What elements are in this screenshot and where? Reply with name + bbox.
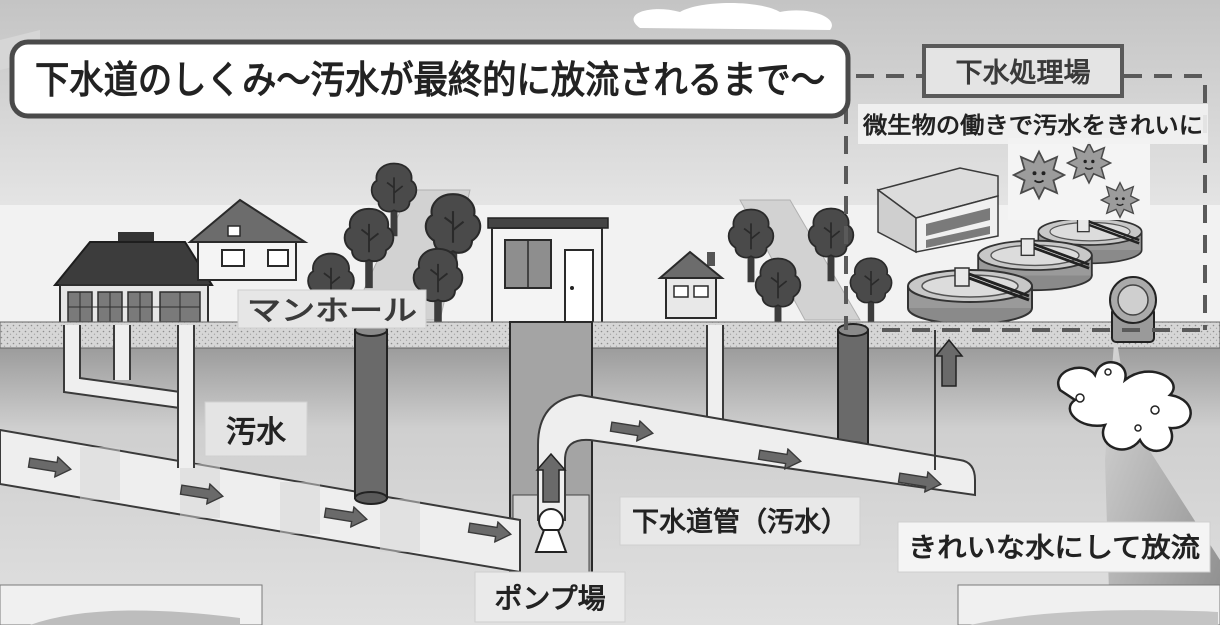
arrow-up-icon	[934, 338, 964, 387]
microbe-icon	[1066, 142, 1112, 184]
pump-station-building-icon	[487, 217, 609, 324]
arrow-up-icon	[535, 452, 567, 503]
small-house-icon	[657, 250, 725, 319]
western-house-icon	[187, 198, 309, 281]
manhole-label: マンホール	[247, 294, 417, 327]
settling-tank-icon	[906, 266, 1034, 326]
sewage-label: 汚水	[226, 415, 287, 450]
sewer-pipe-label: 下水道管（汚水）	[632, 506, 848, 538]
treatment-plant-label-box: 下水処理場	[922, 44, 1124, 98]
manholes	[354, 323, 869, 505]
pump-icon	[534, 508, 568, 553]
cloud-icon	[633, 3, 832, 30]
microbe-icon	[1100, 182, 1140, 218]
bottom-panels	[0, 584, 1220, 625]
treatment-plant-boundary	[844, 74, 1207, 332]
house-drain-pipes	[63, 325, 724, 468]
manhole-label-box: マンホール	[237, 289, 427, 329]
treatment-plant-label: 下水処理場	[956, 57, 1091, 89]
sewer-pipe-label-box: 下水道管（汚水）	[619, 496, 861, 546]
microbe-icon	[1012, 150, 1066, 200]
microbes	[1008, 138, 1150, 220]
sewer-pipe-right	[537, 330, 976, 521]
pump-station-label: ポンプ場	[494, 582, 605, 615]
title-box: 下水道のしくみ～汚水が最終的に放流されるまで～	[9, 39, 851, 119]
pump-station-label-box: ポンプ場	[474, 571, 626, 623]
treatment-description: 微生物の働きで汚水をきれいに	[862, 112, 1203, 139]
discharge-label-box: きれいな水にして放流	[897, 521, 1211, 573]
water-splash-icon	[1057, 361, 1192, 452]
sewage-label-box: 汚水	[204, 401, 308, 457]
flow-arrows	[26, 338, 964, 545]
manhole-icon	[837, 323, 869, 455]
treatment-plant-building-icon	[876, 167, 999, 254]
discharge-label: きれいな水にして放流	[908, 532, 1200, 564]
page-title: 下水道のしくみ～汚水が最終的に放流されるまで～	[35, 58, 825, 102]
outfall-pipe-icon	[1109, 276, 1157, 343]
manhole-icon	[354, 323, 388, 505]
